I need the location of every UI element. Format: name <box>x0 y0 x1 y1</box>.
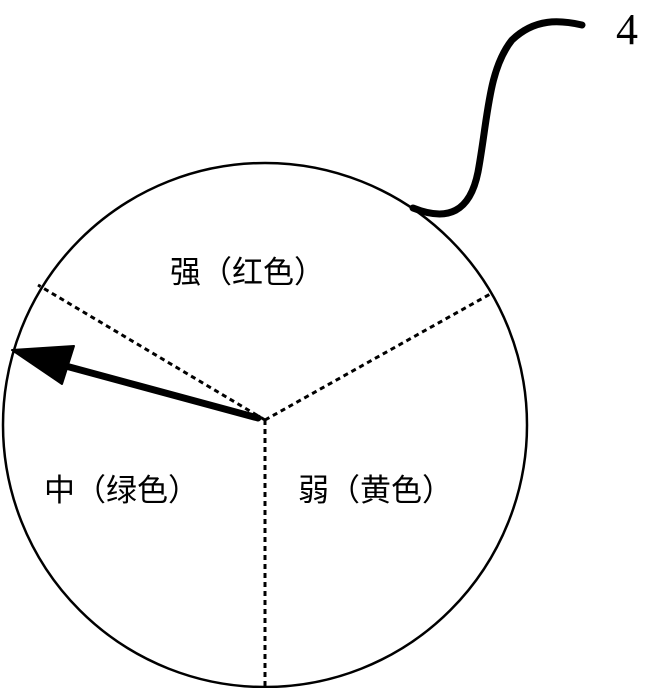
dial-outline <box>1 161 529 688</box>
zone-label-strong: 强（红色） <box>170 255 325 291</box>
zone-label-weak: 弱（黄色） <box>298 473 453 509</box>
callout-leader-wire <box>409 18 586 218</box>
pointer-arrowhead <box>11 345 75 385</box>
divider-upper-right <box>264 291 493 422</box>
zone-label-medium: 中（绿色） <box>44 473 199 509</box>
callout-number: 4 <box>616 5 638 54</box>
pointer-shaft <box>58 361 262 422</box>
divider-upper-left <box>37 283 266 422</box>
